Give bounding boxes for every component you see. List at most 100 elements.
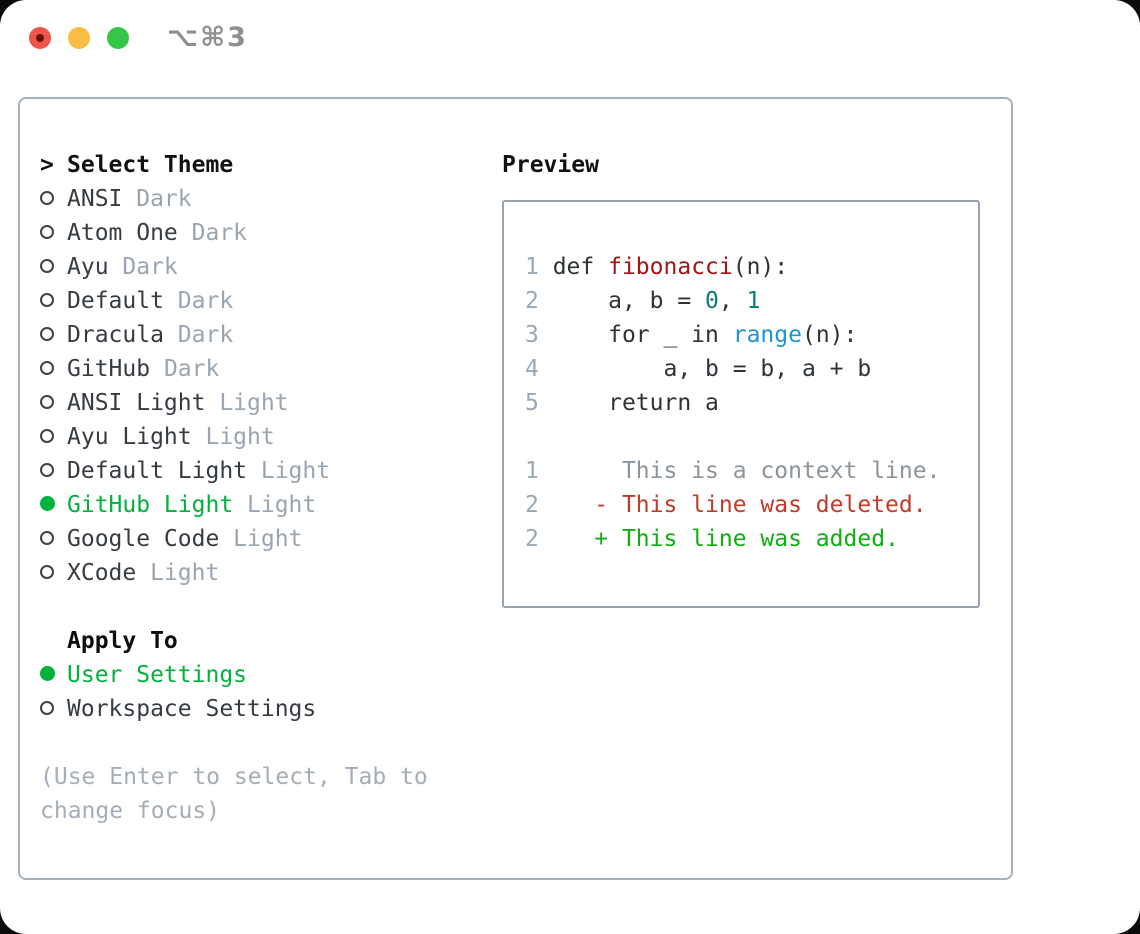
code-token: 1 — [746, 288, 761, 314]
option-variant-label: Light — [136, 560, 220, 586]
code-line: 2 + This line was added. — [525, 522, 978, 556]
line-number: 2 — [525, 288, 539, 314]
line-number: 1 — [525, 458, 539, 484]
option-label: GitHub — [67, 356, 151, 382]
indent — [40, 488, 67, 522]
option-label: Ayu Light — [67, 424, 192, 450]
preview-column: Preview 1 def fibonacci(n):2 a, b = 0, 1… — [502, 148, 1002, 608]
option-variant-label: Dark — [122, 186, 192, 212]
option-label: ANSI Light — [67, 390, 206, 416]
option-variant-label: Light — [191, 424, 275, 450]
line-number: 4 — [525, 356, 539, 382]
theme-option[interactable]: XCode Light — [40, 556, 498, 590]
code-token: range — [732, 322, 802, 348]
theme-option[interactable]: Default Dark — [40, 284, 498, 318]
option-variant-label: Light — [233, 492, 317, 518]
code-token: fibonacci — [608, 254, 733, 280]
theme-option[interactable]: ANSI Dark — [40, 182, 498, 216]
select-theme-header: > Select Theme — [40, 148, 498, 182]
option-label: ANSI — [67, 186, 123, 212]
code-token: , — [718, 288, 747, 314]
theme-option[interactable]: Default Light Light — [40, 454, 498, 488]
indent — [40, 284, 67, 318]
radio-unselected-icon — [40, 258, 54, 273]
theme-option[interactable]: Dracula Dark — [40, 318, 498, 352]
indent — [40, 182, 67, 216]
window-title: ⌥⌘3 — [167, 22, 248, 53]
option-label: Dracula — [67, 322, 164, 348]
spacer — [40, 590, 498, 624]
line-number: 2 — [525, 492, 539, 518]
code-token: + This line was added. — [538, 526, 899, 552]
radio-unselected-icon — [40, 394, 54, 409]
apply-to-header: Apply To — [40, 624, 498, 658]
option-variant-label: Dark — [163, 322, 234, 348]
theme-option[interactable]: Ayu Light Light — [40, 420, 498, 454]
line-number: 3 — [525, 322, 539, 348]
hint-line-1: (Use Enter to select, Tab to — [40, 764, 428, 790]
spacer — [40, 726, 498, 760]
option-variant-label: Light — [219, 526, 303, 552]
select-theme-title: Select Theme — [67, 152, 234, 178]
code-token: 0 — [705, 288, 719, 314]
code-token: (n): — [732, 254, 789, 280]
indent — [40, 216, 67, 250]
radio-selected-icon — [40, 666, 55, 681]
apply-to-option[interactable]: Workspace Settings — [40, 692, 498, 726]
theme-option[interactable]: Atom One Dark — [40, 216, 498, 250]
option-variant-label: Dark — [177, 220, 248, 246]
code-line: 1 This is a context line. — [525, 454, 978, 488]
option-label: Workspace Settings — [67, 696, 317, 722]
theme-option[interactable]: Google Code Light — [40, 522, 498, 556]
preview-title: Preview — [502, 152, 599, 178]
indent — [40, 352, 67, 386]
option-variant-label: Dark — [108, 254, 178, 280]
option-label: Google Code — [67, 526, 220, 552]
indent — [40, 658, 67, 692]
code-line: 4 a, b = b, a + b — [525, 352, 978, 386]
apply-to-option[interactable]: User Settings — [40, 658, 498, 692]
option-label: XCode — [67, 560, 137, 586]
preview-header: Preview — [502, 148, 1002, 182]
hint-line-2: change focus) — [40, 798, 221, 824]
code-line: 2 a, b = 0, 1 — [525, 284, 978, 318]
code-token: for _ in — [538, 322, 733, 348]
radio-unselected-icon — [40, 564, 54, 579]
radio-unselected-icon — [40, 190, 54, 205]
code-token: a, b = — [538, 288, 706, 314]
minimize-button-icon[interactable] — [68, 27, 90, 49]
indent — [40, 318, 67, 352]
radio-selected-icon — [40, 496, 55, 511]
option-label: GitHub Light — [67, 492, 234, 518]
code-line: 5 return a — [525, 386, 978, 420]
option-variant-label: Light — [247, 458, 331, 484]
radio-unselected-icon — [40, 224, 54, 239]
theme-option[interactable]: GitHub Light Light — [40, 488, 498, 522]
radio-unselected-icon — [40, 530, 54, 545]
theme-option[interactable]: GitHub Dark — [40, 352, 498, 386]
theme-option[interactable]: Ayu Dark — [40, 250, 498, 284]
code-token: (n): — [801, 322, 858, 348]
prompt-cursor-icon: > — [40, 152, 54, 178]
radio-unselected-icon — [40, 292, 54, 307]
option-variant-label: Dark — [163, 288, 234, 314]
code-line: 1 def fibonacci(n): — [525, 250, 978, 284]
theme-option[interactable]: ANSI Light Light — [40, 386, 498, 420]
close-button-icon[interactable] — [29, 27, 51, 49]
option-variant-label: Dark — [150, 356, 220, 382]
radio-unselected-icon — [40, 700, 54, 715]
code-token: This is a context line. — [538, 458, 941, 484]
code-line — [525, 420, 978, 454]
indent — [40, 454, 67, 488]
option-label: Ayu — [67, 254, 109, 280]
option-label: Default — [67, 288, 164, 314]
option-label: Atom One — [67, 220, 178, 246]
zoom-button-icon[interactable] — [107, 27, 129, 49]
radio-unselected-icon — [40, 428, 54, 443]
radio-unselected-icon — [40, 360, 54, 375]
